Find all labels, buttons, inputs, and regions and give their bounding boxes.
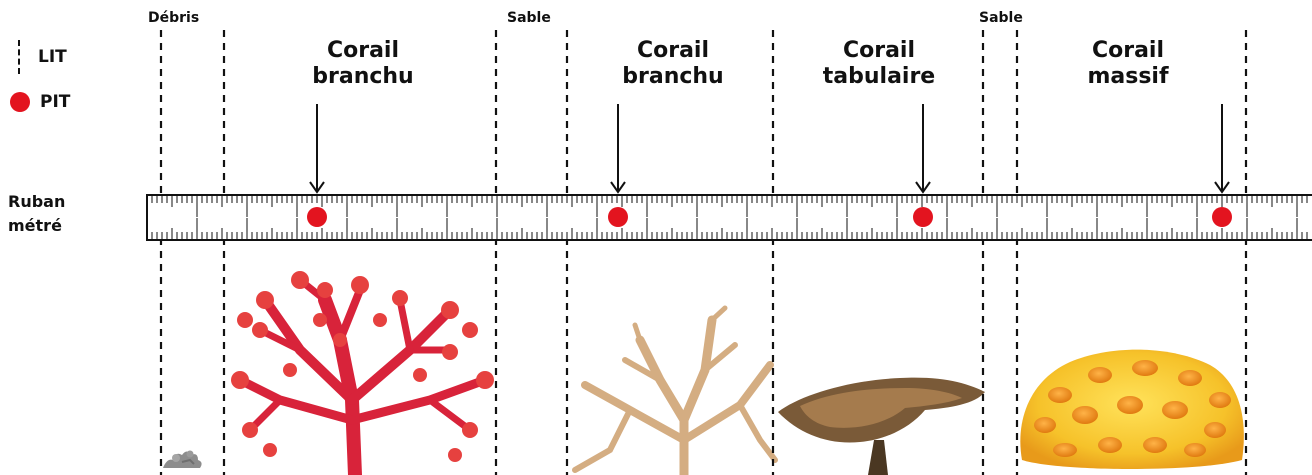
- pit-point: [1212, 207, 1232, 227]
- table-coral-icon: [778, 378, 985, 475]
- pit-point: [608, 207, 628, 227]
- red-coral-polyps: [231, 271, 494, 462]
- tan-branching-coral-icon: [575, 308, 775, 475]
- pit-point: [307, 207, 327, 227]
- pit-arrows: [317, 104, 1222, 192]
- massive-coral-icon: [1020, 350, 1244, 469]
- debris-rubble-icon: [163, 451, 202, 469]
- pit-point: [913, 207, 933, 227]
